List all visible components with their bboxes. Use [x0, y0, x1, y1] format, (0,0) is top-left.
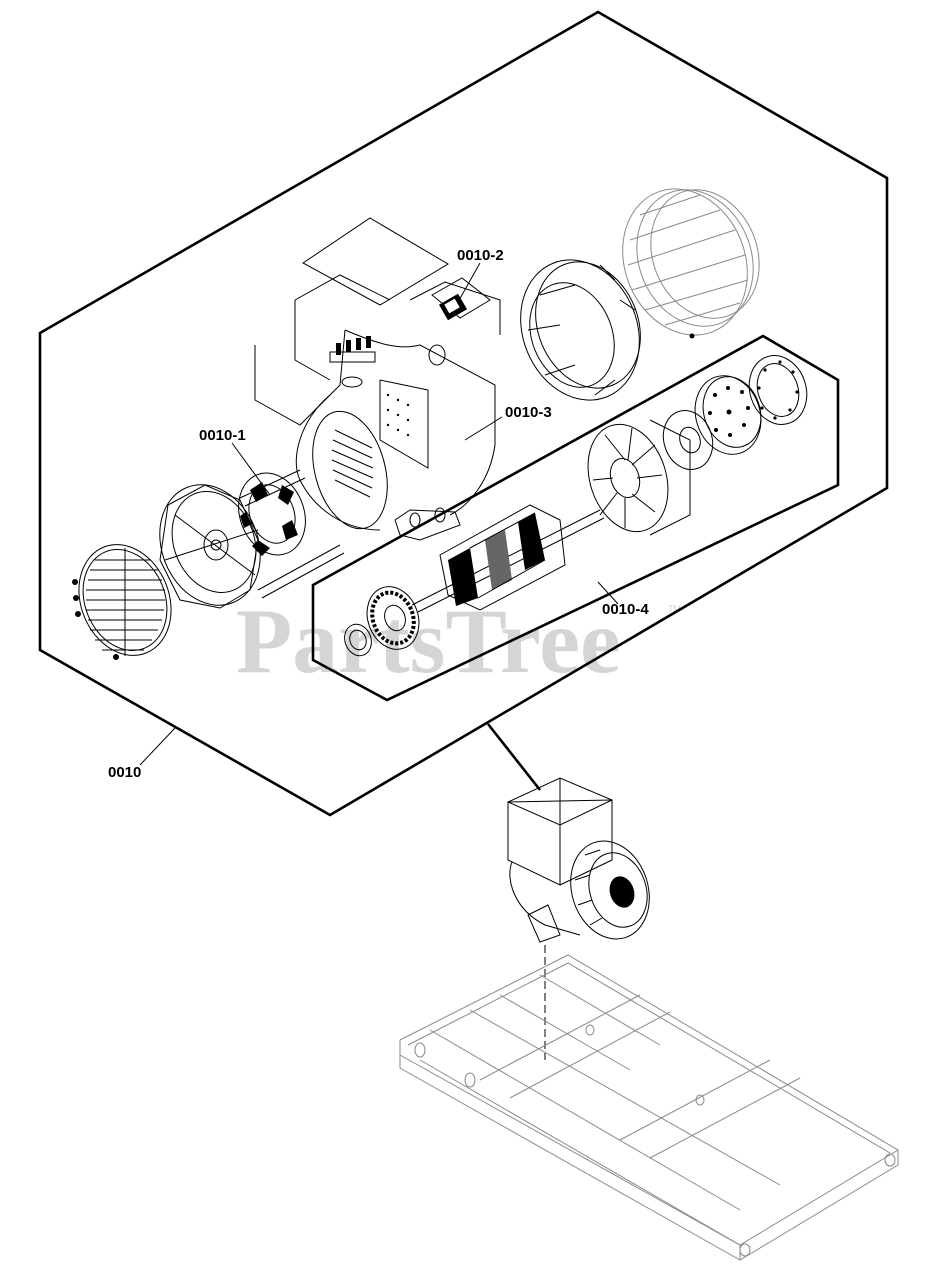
exciter-rotor — [366, 586, 420, 650]
callout-part-1: 0010-1 — [199, 427, 246, 444]
watermark-text: PartsTree — [236, 590, 621, 692]
leader-line-0010-4 — [597, 581, 619, 605]
coupling-disc — [694, 375, 762, 455]
leader-line-0010-1 — [231, 442, 271, 496]
terminal-block — [329, 336, 376, 388]
adapter-ring — [748, 355, 808, 425]
callout-part-4: 0010-4 — [602, 601, 649, 618]
tie-rods — [239, 469, 345, 599]
assembled-generator — [506, 777, 650, 943]
main-rotor-core — [439, 504, 566, 611]
callout-part-3: 0010-3 — [505, 404, 552, 421]
cooling-fan — [587, 419, 691, 536]
callout-part-2: 0010-2 — [457, 247, 504, 264]
bearing — [344, 623, 372, 657]
leader-line-0010-3 — [464, 416, 503, 441]
watermark-trademark: TM — [668, 604, 681, 614]
fan-guard-grille — [72, 544, 172, 660]
exciter-stator — [238, 472, 306, 556]
assembly-boundary-outer — [38, 10, 889, 817]
assembly-connector-line — [486, 723, 542, 791]
end-bracket — [159, 484, 261, 609]
skid-base-frame — [399, 954, 899, 1261]
rotor-assembly — [344, 355, 808, 657]
stator-ring — [520, 259, 641, 401]
voltage-regulator — [431, 277, 491, 321]
assembly-boundary-rotor — [311, 334, 840, 702]
leader-line-0010 — [139, 727, 176, 766]
callout-main-assembly: 0010 — [108, 764, 141, 781]
main-frame-housing — [254, 217, 501, 541]
stator-winding — [622, 188, 760, 339]
leader-line-0010-2 — [457, 262, 481, 303]
